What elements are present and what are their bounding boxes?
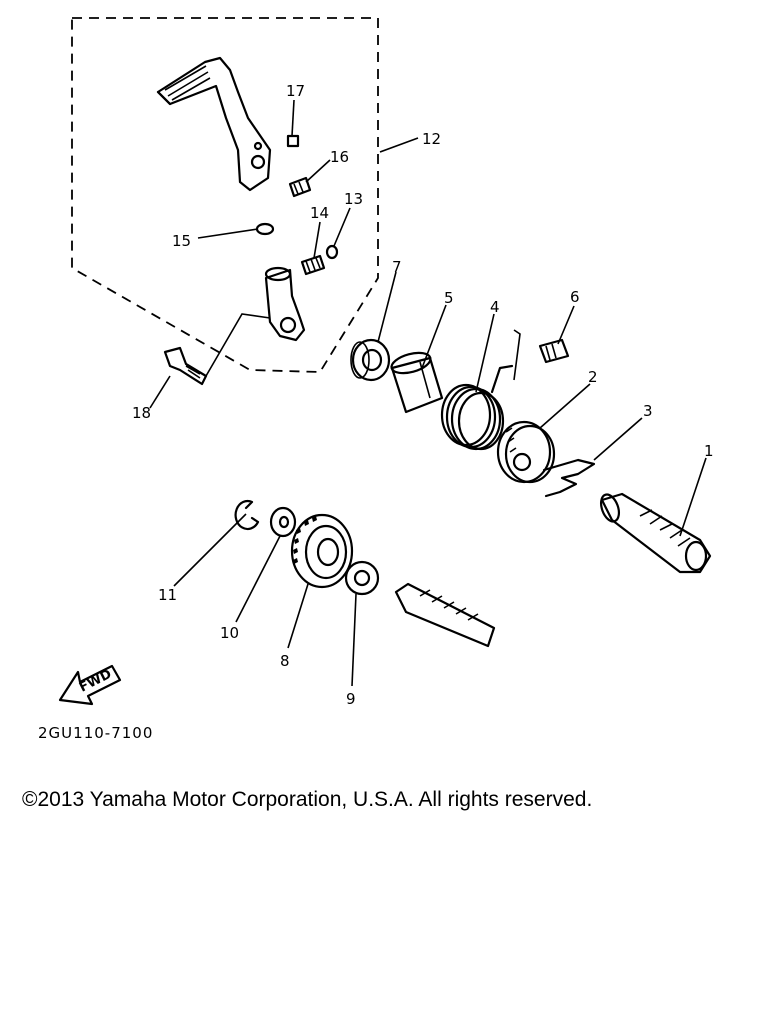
part-15-ball bbox=[255, 222, 275, 236]
main-shaft bbox=[394, 582, 496, 648]
part-17-cap bbox=[286, 134, 300, 148]
callout-8: 8 bbox=[280, 652, 290, 670]
pedal-boss bbox=[264, 266, 306, 342]
callout-13: 13 bbox=[344, 190, 363, 208]
callout-17: 17 bbox=[286, 82, 305, 100]
part-14-spring bbox=[300, 254, 326, 276]
callout-7: 7 bbox=[392, 258, 402, 276]
callout-18: 18 bbox=[132, 404, 151, 422]
part-10-washer bbox=[269, 506, 297, 538]
callout-6: 6 bbox=[570, 288, 580, 306]
callout-11: 11 bbox=[158, 586, 177, 604]
part-16-bolt bbox=[288, 176, 312, 198]
callout-16: 16 bbox=[330, 148, 349, 166]
part-1-kick-shaft bbox=[599, 492, 712, 574]
part-11-circlip bbox=[234, 499, 260, 531]
leader-lines bbox=[149, 99, 707, 687]
callout-10: 10 bbox=[220, 624, 239, 642]
callout-1: 1 bbox=[704, 442, 714, 460]
part-3-clip bbox=[542, 458, 596, 498]
copyright-notice: ©2013 Yamaha Motor Corporation, U.S.A. A… bbox=[22, 788, 593, 811]
drawing-code: 2GU110-7100 bbox=[38, 724, 154, 742]
callout-5: 5 bbox=[444, 289, 454, 307]
kick-pedal bbox=[156, 56, 272, 192]
callout-14: 14 bbox=[310, 204, 329, 222]
callout-12: 12 bbox=[422, 130, 441, 148]
part-13-ball bbox=[325, 244, 339, 260]
callout-15: 15 bbox=[172, 232, 191, 250]
part-7-bearing bbox=[350, 338, 391, 382]
callout-2: 2 bbox=[588, 368, 598, 386]
forward-arrow-icon: FWD bbox=[58, 664, 122, 706]
part-18-bolt bbox=[163, 346, 208, 386]
part-8-gear bbox=[290, 513, 354, 589]
assembly-boundary bbox=[71, 17, 379, 373]
part-4-spring bbox=[440, 364, 514, 451]
callout-9: 9 bbox=[346, 690, 356, 708]
exploded-parts-diagram: 1 2 3 4 5 6 7 8 9 10 11 12 13 14 15 16 1… bbox=[58, 17, 714, 708]
callout-labels: 1 2 3 4 5 6 7 8 9 10 11 12 13 14 15 16 1… bbox=[132, 82, 714, 708]
part-6-bolt bbox=[538, 338, 570, 364]
callout-3: 3 bbox=[643, 402, 653, 420]
callout-4: 4 bbox=[490, 298, 500, 316]
part-2-ratchet bbox=[496, 420, 556, 484]
part-5-collar bbox=[390, 351, 444, 414]
part-9-washer bbox=[344, 560, 380, 596]
